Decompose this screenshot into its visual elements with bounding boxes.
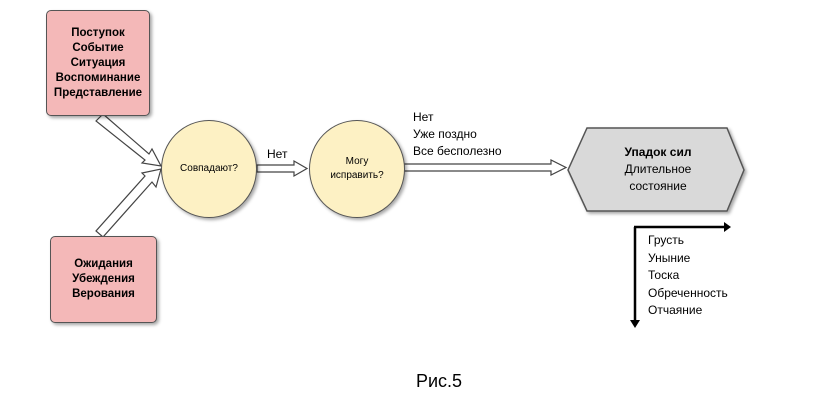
triggers-line: Представление bbox=[53, 86, 143, 99]
emotion-item: Уныние bbox=[648, 250, 691, 265]
emotion-item: Отчаяние bbox=[648, 303, 703, 317]
expectations-box: Ожидания Убеждения Верования bbox=[50, 236, 157, 323]
no-more-label: Нет Уже поздно Все бесполезно bbox=[413, 109, 502, 160]
decline-hexagon bbox=[567, 127, 745, 212]
expectations-line: Верования bbox=[72, 288, 135, 300]
bracket-down-arrowhead bbox=[630, 320, 640, 328]
emotion-item: Тоска bbox=[648, 268, 680, 282]
triggers-box: Поступок Событие Ситуация Воспоминание П… bbox=[46, 10, 150, 116]
decline-subtitle-line: состояние bbox=[629, 179, 687, 193]
no-label: Нет bbox=[267, 147, 288, 161]
emotion-item: Обреченность bbox=[648, 285, 728, 300]
emotion-item: Грусть bbox=[648, 233, 684, 247]
bracket-right-arrowhead bbox=[724, 222, 731, 232]
triggers-line: Воспоминание bbox=[55, 71, 141, 84]
arrow-expectations-to-match bbox=[95, 168, 162, 238]
triggers-line: Поступок bbox=[71, 26, 125, 39]
match-question-label: Совпадают? bbox=[180, 163, 238, 174]
expectations-line: Ожидания bbox=[74, 258, 133, 270]
figure-caption: Рис.5 bbox=[416, 371, 463, 391]
triggers-line: Событие bbox=[72, 41, 124, 54]
fix-question-line: исправить? bbox=[330, 170, 384, 181]
no-more-line: Все бесполезно bbox=[413, 144, 502, 158]
decline-label: Упадок сил Длительное состояние bbox=[588, 144, 728, 195]
no-more-line: Нет bbox=[413, 110, 434, 124]
decline-title: Упадок сил bbox=[624, 145, 692, 159]
fix-question-line: Могу bbox=[345, 156, 369, 167]
arrow-match-to-fix bbox=[256, 159, 309, 178]
fix-question-circle: Могу исправить? bbox=[309, 120, 405, 218]
decline-subtitle-line: Длительное bbox=[624, 162, 692, 176]
emotions-list: Грусть Уныние Тоска Обреченность Отчаяни… bbox=[648, 232, 728, 320]
triggers-line: Ситуация bbox=[70, 56, 126, 69]
expectations-line: Убеждения bbox=[72, 273, 135, 285]
match-question-circle: Совпадают? bbox=[161, 120, 257, 218]
arrow-fix-to-decline bbox=[403, 159, 568, 176]
no-more-line: Уже поздно bbox=[413, 127, 477, 141]
arrow-triggers-to-match bbox=[95, 113, 163, 167]
